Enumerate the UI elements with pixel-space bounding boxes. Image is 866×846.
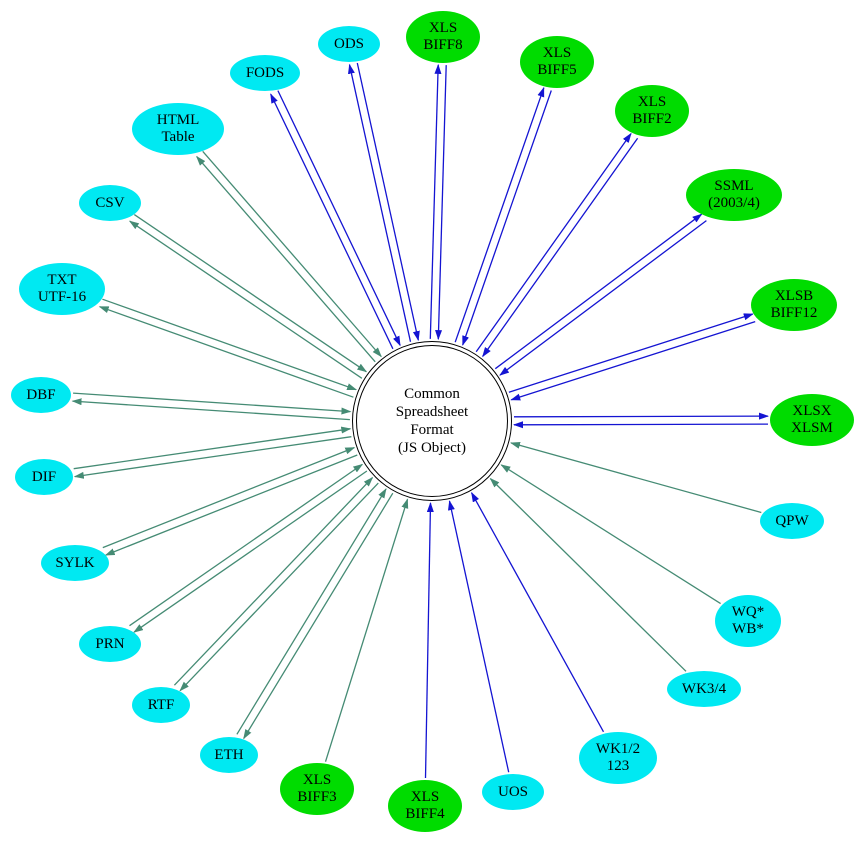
center-node: Common Spreadsheet Format (JS Object) [352, 341, 512, 501]
edge-ods-out [348, 63, 412, 342]
edge-xls-biff2-out [475, 132, 632, 353]
node-label-fods: FODS [245, 64, 285, 81]
node-label-xlsb-biff12: XLSB BIFF12 [770, 288, 818, 321]
edge-xlsx-xlsm-out [513, 412, 769, 420]
node-label-eth: ETH [214, 746, 244, 763]
node-label-wq-wb: WQ* WB* [731, 604, 765, 637]
node-xls-biff5: XLS BIFF5 [520, 36, 594, 88]
edge-wq-wb-in [500, 464, 721, 605]
node-label-xlsx-xlsm: XLSX XLSM [791, 403, 833, 436]
edge-xls-biff5-in [462, 90, 552, 346]
node-label-ods: ODS [333, 35, 364, 52]
node-xls-biff4: XLS BIFF4 [388, 780, 462, 832]
node-label-wk34: WK3/4 [681, 680, 727, 697]
node-label-dbf: DBF [26, 386, 56, 403]
edge-eth-out [243, 492, 394, 740]
node-ods: ODS [318, 26, 380, 62]
node-xlsx-xlsm: XLSX XLSM [770, 394, 854, 446]
node-wq-wb: WQ* WB* [715, 595, 781, 647]
edge-dbf-in [73, 392, 352, 415]
node-label-xls-biff5: XLS BIFF5 [537, 45, 577, 78]
node-xlsb-biff12: XLSB BIFF12 [751, 279, 837, 331]
edge-prn-in [129, 463, 364, 627]
node-qpw: QPW [760, 503, 824, 539]
edge-fods-out [270, 93, 394, 350]
node-dbf: DBF [11, 377, 71, 413]
edge-xls-biff5-out [454, 86, 545, 343]
node-prn: PRN [79, 626, 141, 662]
edge-txt-utf16-out [98, 306, 354, 398]
node-label-csv: CSV [95, 194, 125, 211]
edge-xls-biff2-in [482, 137, 639, 358]
node-wk12-123: WK1/2 123 [579, 732, 657, 784]
edge-qpw-in [510, 441, 762, 514]
edge-html-table-in [202, 150, 382, 358]
edge-txt-utf16-in [102, 298, 358, 391]
node-label-xls-biff4: XLS BIFF4 [405, 789, 445, 822]
node-label-sylk: SYLK [55, 554, 95, 571]
edge-xlsb-biff12-in [510, 320, 756, 401]
edge-sylk-in [102, 446, 356, 549]
edge-ssml-in [499, 220, 707, 376]
edge-xls-biff8-out [429, 63, 442, 339]
edge-dbf-out [71, 398, 350, 421]
node-label-qpw: QPW [775, 512, 809, 529]
edge-csv-in [133, 214, 368, 373]
node-xls-biff2: XLS BIFF2 [615, 85, 689, 137]
node-sylk: SYLK [41, 545, 109, 581]
center-node-label: Common Spreadsheet Format (JS Object) [395, 386, 469, 456]
edge-ods-in [356, 62, 420, 342]
edge-sylk-out [104, 454, 358, 556]
node-label-xls-biff2: XLS BIFF2 [632, 94, 672, 127]
edge-csv-out [128, 220, 363, 379]
edge-rtf-out [179, 482, 379, 692]
edge-eth-in [236, 488, 387, 735]
node-wk34: WK3/4 [667, 671, 741, 707]
edge-uos-in [448, 500, 510, 773]
node-txt-utf16: TXT UTF-16 [19, 263, 105, 315]
edge-xls-biff4-in [424, 502, 434, 779]
edge-xlsb-biff12-out [508, 313, 754, 393]
node-uos: UOS [482, 774, 544, 810]
edge-ssml-out [494, 213, 703, 370]
edge-dif-out [73, 436, 352, 479]
node-label-prn: PRN [95, 635, 125, 652]
edge-xlsx-xlsm-in [513, 421, 769, 429]
edge-wk34-in [489, 477, 687, 672]
node-ssml: SSML (2003/4) [686, 169, 782, 221]
node-xls-biff3: XLS BIFF3 [280, 763, 354, 815]
node-label-txt-utf16: TXT UTF-16 [37, 272, 87, 305]
edge-dif-in [73, 426, 352, 470]
center-node-inner-ring: Common Spreadsheet Format (JS Object) [356, 345, 508, 497]
edge-html-table-out [196, 155, 376, 363]
node-label-ssml: SSML (2003/4) [708, 178, 760, 211]
node-eth: ETH [200, 737, 258, 773]
node-fods: FODS [230, 55, 300, 91]
node-label-xls-biff8: XLS BIFF8 [423, 20, 463, 53]
edge-wk12-123-in [471, 491, 605, 733]
edge-rtf-in [173, 476, 374, 686]
node-html-table: HTML Table [132, 103, 224, 155]
node-label-xls-biff3: XLS BIFF3 [297, 772, 337, 805]
node-dif: DIF [15, 459, 73, 495]
node-rtf: RTF [132, 687, 190, 723]
node-label-wk12-123: WK1/2 123 [595, 741, 641, 774]
node-xls-biff8: XLS BIFF8 [406, 11, 480, 63]
node-csv: CSV [79, 185, 141, 221]
node-label-rtf: RTF [147, 696, 175, 713]
edge-xls-biff8-in [435, 65, 447, 341]
edge-xls-biff3-in [324, 498, 409, 762]
edge-prn-out [133, 470, 368, 633]
node-label-dif: DIF [31, 468, 57, 485]
edge-fods-in [277, 90, 401, 347]
node-label-uos: UOS [497, 783, 528, 800]
node-label-html-table: HTML Table [156, 112, 200, 145]
